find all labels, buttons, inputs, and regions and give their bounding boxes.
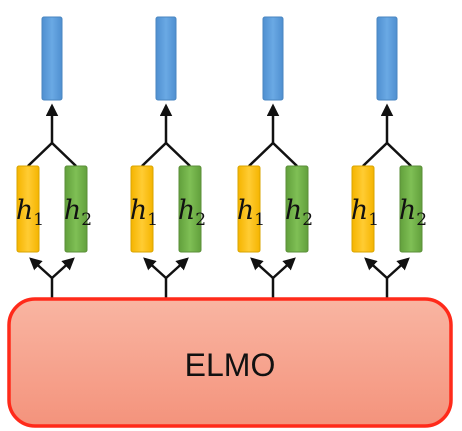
h1-vector <box>237 165 261 253</box>
h2-label-subscript: 2 <box>81 210 92 230</box>
h1-label-base: h <box>351 195 368 226</box>
arrow-to-h2 <box>272 257 296 279</box>
h2-label-base: h <box>64 195 81 226</box>
upper-merge-lines <box>27 141 77 167</box>
h2-vector <box>178 165 202 253</box>
h1-label: h1 <box>16 195 44 230</box>
arrow-to-h2 <box>386 257 410 279</box>
elmo-block <box>7 297 453 428</box>
h2-label-subscript: 2 <box>416 210 427 230</box>
h1-vector <box>16 165 40 253</box>
output-vector <box>41 16 63 101</box>
h2-label: h2 <box>178 195 206 230</box>
h2-label: h2 <box>285 195 313 230</box>
h1-label-base: h <box>16 195 33 226</box>
h1-label-subscript: 1 <box>254 210 265 230</box>
h2-vector <box>285 165 309 253</box>
output-vector <box>155 16 177 101</box>
h1-vector <box>351 165 375 253</box>
h1-vector <box>130 165 154 253</box>
h2-label-base: h <box>178 195 195 226</box>
h1-label-subscript: 1 <box>147 210 158 230</box>
arrow-to-h1 <box>29 257 53 279</box>
h2-vector <box>64 165 88 253</box>
output-vector <box>262 16 284 101</box>
upper-merge-lines <box>141 141 191 167</box>
h1-label: h1 <box>237 195 265 230</box>
upper-merge-lines <box>248 141 298 167</box>
h1-label-subscript: 1 <box>33 210 44 230</box>
h2-label-base: h <box>285 195 302 226</box>
elmo-box: ELMO <box>7 297 453 428</box>
arrow-to-h2 <box>165 257 189 279</box>
upper-merge-lines <box>362 141 412 167</box>
h1-label-subscript: 1 <box>368 210 379 230</box>
h2-label-subscript: 2 <box>302 210 313 230</box>
h2-label: h2 <box>399 195 427 230</box>
arrow-to-h1 <box>143 257 167 279</box>
elmo-label: ELMO <box>185 347 276 383</box>
output-vector <box>376 16 398 101</box>
h1-label: h1 <box>130 195 158 230</box>
arrow-to-h1 <box>364 257 388 279</box>
arrow-to-h1 <box>250 257 274 279</box>
h1-label-base: h <box>130 195 147 226</box>
h2-label-base: h <box>399 195 416 226</box>
h2-label: h2 <box>64 195 92 230</box>
h1-label: h1 <box>351 195 379 230</box>
h1-label-base: h <box>237 195 254 226</box>
h2-label-subscript: 2 <box>195 210 206 230</box>
h2-vector <box>399 165 423 253</box>
arrow-to-h2 <box>51 257 75 279</box>
